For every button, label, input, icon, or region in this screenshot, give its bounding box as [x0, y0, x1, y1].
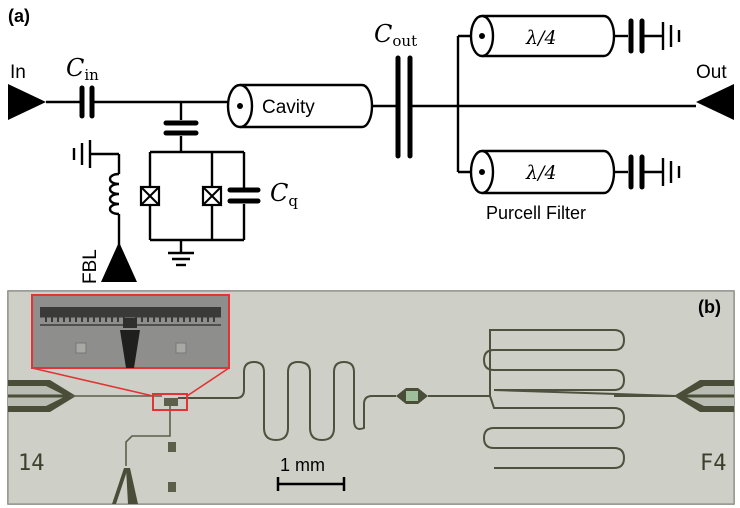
- input-launch-pad: [8, 380, 76, 412]
- quarter-wave-resonator-top: [469, 14, 616, 58]
- in-label: In: [10, 62, 26, 83]
- zoom-connector-left: [31, 367, 154, 397]
- flux-coil: [108, 172, 120, 216]
- output-capacitor: [395, 55, 413, 159]
- flux-line-pad-left: [102, 468, 128, 504]
- output-port-triangle: [696, 84, 734, 120]
- interdigitated-fingers: [45, 317, 215, 322]
- purcell-filter-label: Purcell Filter: [486, 203, 586, 223]
- alignment-mark: [168, 482, 176, 492]
- inset-pad: [75, 342, 87, 354]
- qubit-pad: [164, 398, 178, 406]
- chip-micrograph: (b): [7, 290, 735, 505]
- zoom-region-box: [152, 393, 188, 411]
- flux-line-trace: [125, 406, 171, 466]
- cavity-meander: [178, 360, 396, 442]
- fbl-port-triangle: [101, 242, 137, 282]
- ground-symbol: [661, 158, 681, 186]
- lambda-quarter-top: λ/4: [525, 27, 557, 49]
- out-label: Out: [696, 62, 727, 83]
- chip-label-right: F4: [700, 451, 727, 476]
- filter-capacitor-top: [628, 18, 645, 54]
- output-launch-pad: [674, 380, 734, 412]
- coupling-capacitor: [163, 120, 199, 136]
- fbl-label: FBL: [80, 249, 101, 284]
- panel-a-label: (a): [8, 6, 30, 26]
- cout-symbol: Cout: [374, 20, 417, 50]
- josephson-junction-right: [201, 185, 223, 207]
- inset-junction-lead: [120, 330, 140, 368]
- qubit-zoom-inset: [31, 294, 230, 369]
- scale-bar: [276, 477, 346, 491]
- lambda-quarter-bottom: λ/4: [525, 162, 557, 184]
- panel-b-label: (b): [698, 297, 721, 317]
- scale-bar-label: 1 mm: [280, 455, 325, 475]
- input-port-triangle: [8, 84, 46, 120]
- circuit-schematic: (a) In Cin: [8, 6, 734, 284]
- output-coupler: [396, 388, 428, 404]
- alignment-mark: [168, 442, 176, 452]
- qubit-capacitor: [227, 187, 261, 204]
- input-capacitor: [79, 85, 95, 119]
- josephson-junction-left: [139, 185, 161, 207]
- ground-symbol: [168, 240, 194, 267]
- zoom-connector-right: [186, 367, 230, 397]
- inset-pad: [175, 342, 187, 354]
- ground-symbol: [661, 22, 681, 50]
- cin-symbol: Cin: [66, 54, 99, 84]
- cq-symbol: Cq: [270, 179, 298, 210]
- flux-bias-line: [72, 140, 137, 282]
- filter-capacitor-bottom: [628, 154, 645, 190]
- flux-line-pad-right: [126, 468, 138, 504]
- qubit-circuit: [148, 150, 246, 242]
- chip-label-left: 14: [18, 451, 45, 476]
- cavity-label: Cavity: [262, 97, 315, 118]
